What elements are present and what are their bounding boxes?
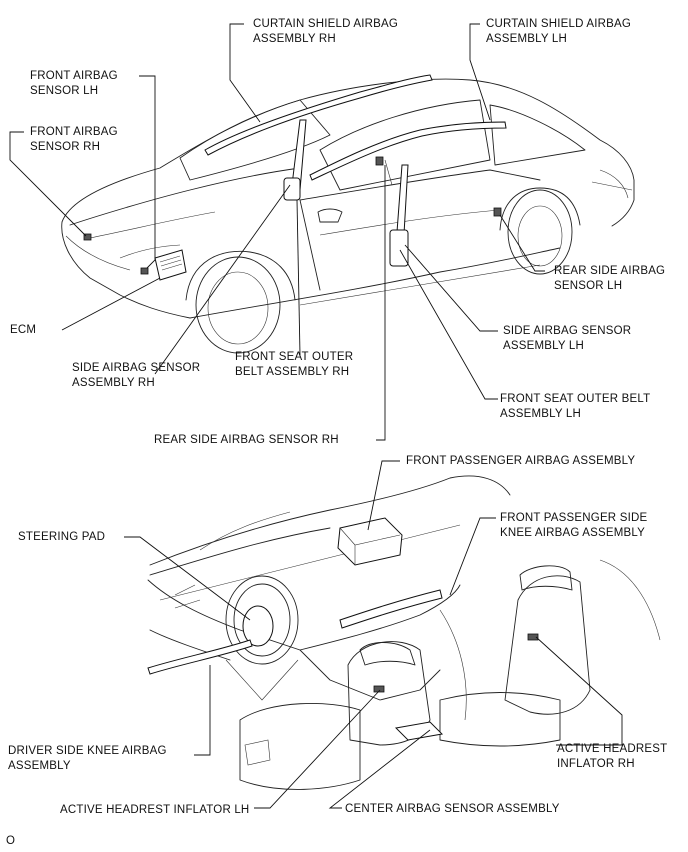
label-rear-side-airbag-sensor-rh: REAR SIDE AIRBAG SENSOR RH [154,434,339,446]
leader-lines [9,23,623,809]
footer-code: O [6,835,16,847]
interior-illustration [147,475,661,790]
label-steering-pad: STEERING PAD [18,531,106,543]
interior-airbag-parts [147,517,539,741]
car-illustration [61,78,635,354]
passenger-airbag-module [337,517,403,566]
ecm-unit [154,249,187,281]
label-active-headrest-inflator-lh: ACTIVE HEADREST INFLATOR LH [60,804,250,816]
label-center-airbag-sensor: CENTER AIRBAG SENSOR ASSEMBLY [345,803,560,815]
car-airbag-parts [83,74,507,281]
label-front-passenger-airbag: FRONT PASSENGER AIRBAG ASSEMBLY [406,455,636,467]
label-ecm: ECM [10,324,37,336]
